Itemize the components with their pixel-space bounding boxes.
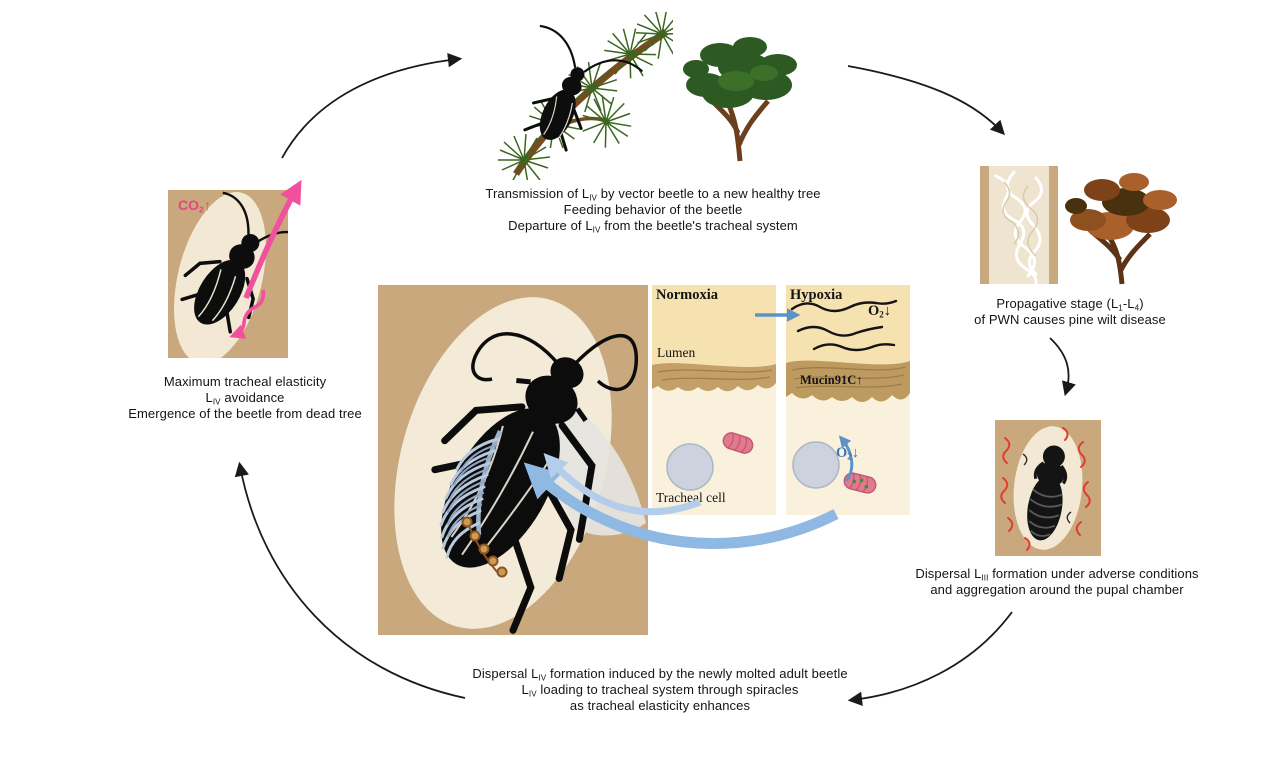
caption-line: and aggregation around the pupal chamber xyxy=(930,582,1184,597)
pupal-chamber-illustration xyxy=(995,420,1101,556)
tracheal-cell-hypoxia xyxy=(792,441,840,489)
trunk xyxy=(1090,230,1152,285)
hypoxia-panel xyxy=(786,285,910,515)
mitochondrion-normoxia xyxy=(722,432,754,454)
caption-line: LIV avoidance xyxy=(205,390,285,407)
nematodes-in-lumen xyxy=(790,299,898,352)
transmission-caption: Transmission of LIV by vector beetle to … xyxy=(433,186,873,234)
caption-line: Dispersal LIV formation induced by the n… xyxy=(472,666,848,683)
caption-line: as tracheal elasticity enhances xyxy=(569,698,751,713)
tracheal-inset: Normoxia Hypoxia Lumen O2↓ Mucin91C↑ O2↓… xyxy=(652,285,910,515)
normoxia-label: Normoxia xyxy=(656,287,719,303)
beetle-on-branch xyxy=(523,24,644,152)
caption-line: LIV loading to tracheal system through s… xyxy=(521,682,799,699)
co2-up-label: CO2↑ xyxy=(178,197,211,215)
arrow-propagative-to-dispersal xyxy=(1049,337,1076,397)
left-antenna xyxy=(471,332,561,382)
hypoxia-label: Hypoxia xyxy=(790,287,843,303)
dispersal-liv-caption: Dispersal LIV formation induced by the n… xyxy=(440,666,880,714)
caption-line: of PWN causes pine wilt disease xyxy=(974,312,1166,327)
o2-down-cell-label: O2↓ xyxy=(836,445,860,462)
caption-line: Departure of LIV from the beetle's trach… xyxy=(508,218,798,235)
diseased-pine-tree-illustration xyxy=(1062,168,1182,286)
caption-line: Emergence of the beetle from dead tree xyxy=(128,406,362,421)
caption-line: Maximum tracheal elasticity xyxy=(163,374,327,389)
right-antenna xyxy=(565,334,638,392)
caption-line: Dispersal LIII formation under adverse c… xyxy=(915,566,1199,583)
normoxia-panel xyxy=(652,285,776,515)
caption-line: Propagative stage (L1-L4) xyxy=(996,296,1144,313)
wilted-foliage xyxy=(1065,173,1177,240)
lumen-label: Lumen xyxy=(657,345,696,360)
blue-secretion-arrow xyxy=(838,435,854,482)
vector-beetle-illustration xyxy=(378,285,648,635)
arrow-emergence-to-transmission xyxy=(281,53,463,159)
arrow-transmission-to-propagative xyxy=(847,65,1005,136)
beetle-on-branch-illustration xyxy=(458,12,673,180)
beetle-pupa xyxy=(1027,445,1068,541)
o2-down-top-label: O2↓ xyxy=(868,303,892,320)
mucin91c-label: Mucin91C↑ xyxy=(800,373,863,387)
emergence-illustration xyxy=(168,190,288,358)
trunk xyxy=(708,97,770,162)
caption-line: Feeding behavior of the beetle xyxy=(563,202,743,217)
tracheal-cell-label: Tracheal cell xyxy=(656,490,726,505)
dispersal-liii-caption: Dispersal LIII formation under adverse c… xyxy=(887,566,1227,598)
caption-line: Transmission of LIV by vector beetle to … xyxy=(485,186,821,203)
emergence-caption: Maximum tracheal elasticity LIV avoidanc… xyxy=(105,374,385,422)
mucin-layer-hypoxia xyxy=(786,360,910,402)
mitochondrion-hypoxia xyxy=(843,472,877,494)
aggregating-nematodes xyxy=(1000,427,1091,551)
tracheal-cell-normoxia xyxy=(666,443,714,491)
healthy-pine-tree-illustration xyxy=(678,33,803,163)
spiracle-chain xyxy=(461,516,508,578)
propagative-caption: Propagative stage (L1-L4) of PWN causes … xyxy=(930,296,1210,328)
infested-wood-illustration xyxy=(980,166,1058,284)
